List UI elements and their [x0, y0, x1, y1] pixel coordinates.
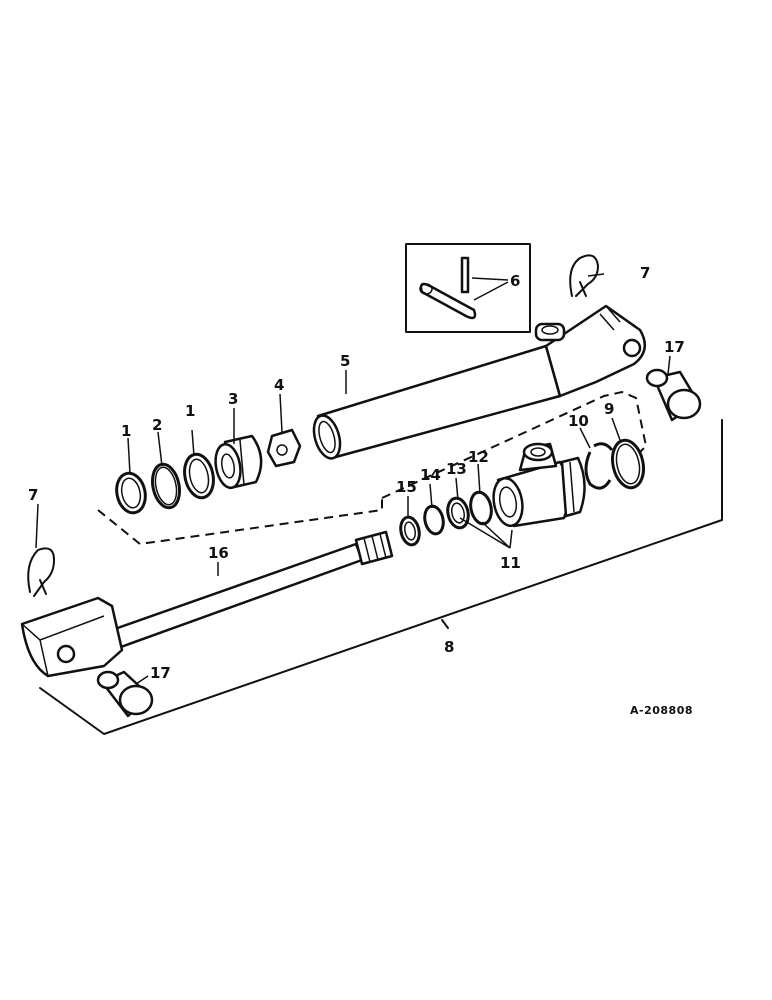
ring-part-2 — [150, 462, 182, 510]
callout-15: 15 — [396, 478, 417, 496]
leader-lines — [35, 273, 671, 685]
callout-4: 4 — [274, 376, 284, 394]
ring-part-9 — [611, 438, 645, 490]
cotter-pin-left-part-7 — [27, 547, 55, 597]
callout-6: 6 — [510, 272, 520, 290]
callout-9: 9 — [604, 400, 614, 418]
callout-12: 12 — [468, 448, 489, 466]
callout-16: 16 — [208, 544, 229, 562]
callout-1-left: 1 — [121, 422, 131, 440]
callout-11: 11 — [500, 554, 521, 572]
ring-part-15 — [399, 515, 421, 547]
gland-fitting — [492, 442, 586, 528]
ring-part-14 — [423, 504, 445, 536]
callout-10: 10 — [568, 412, 589, 430]
clevis-pin-bottom-part-17 — [96, 670, 154, 718]
cylinder-tube-part-5 — [312, 304, 647, 460]
ring-part-12 — [469, 490, 493, 526]
callout-14: 14 — [420, 466, 441, 484]
inset-detail-box — [405, 243, 531, 333]
piston-part-3 — [214, 434, 263, 490]
callout-7-top: 7 — [640, 264, 650, 282]
seal-part-1-right — [183, 452, 215, 500]
drawing-code: A-208808 — [630, 704, 693, 717]
ring-part-13 — [446, 496, 470, 530]
callout-13: 13 — [446, 460, 467, 478]
callout-7-left: 7 — [28, 486, 38, 504]
assembly-bracket — [39, 419, 723, 735]
snap-ring-part-10 — [584, 442, 614, 490]
nut-part-4 — [266, 428, 302, 468]
grouping-outline — [97, 390, 648, 546]
callout-2: 2 — [152, 416, 162, 434]
piston-rod-part-16 — [20, 530, 394, 678]
callout-5: 5 — [340, 352, 350, 370]
callout-8: 8 — [444, 638, 454, 656]
callout-3: 3 — [228, 390, 238, 408]
seal-part-1-left — [115, 471, 147, 515]
callout-17-right: 17 — [664, 338, 685, 356]
pin-assembly-part-6 — [419, 256, 477, 320]
cotter-pin-top-part-7 — [569, 254, 599, 297]
clevis-pin-right-part-17 — [645, 368, 702, 422]
callout-17-bottom: 17 — [150, 664, 171, 682]
callout-1-right: 1 — [185, 402, 195, 420]
